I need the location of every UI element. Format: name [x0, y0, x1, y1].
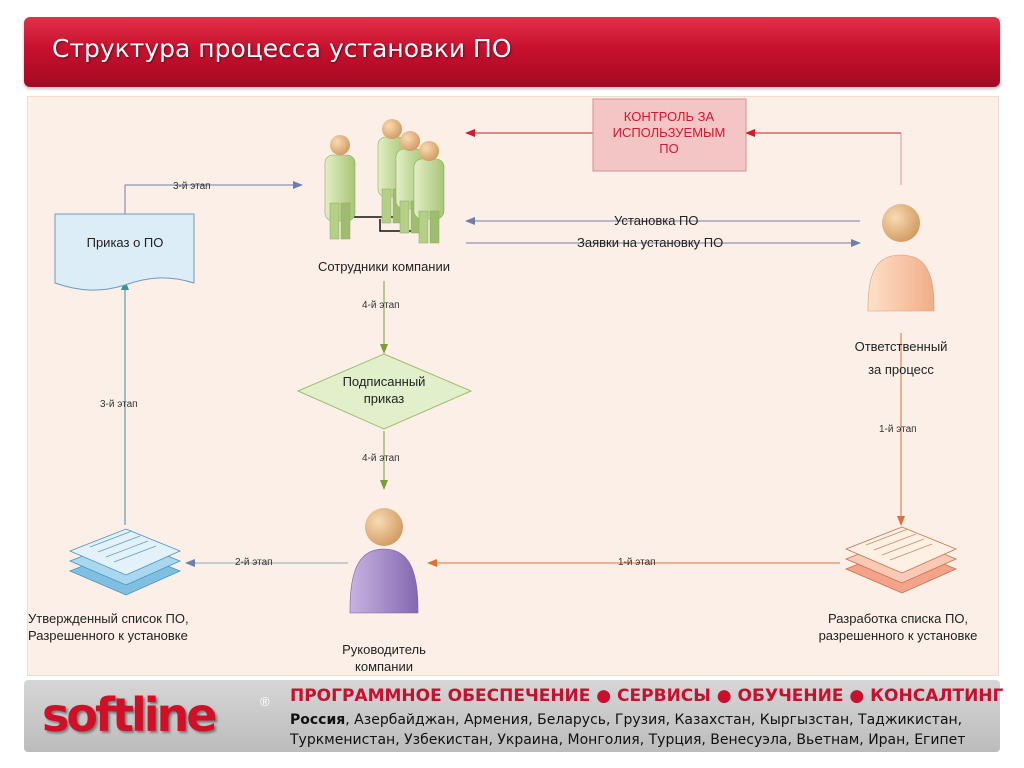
country-list: Россия, Азербайджан, Армения, Беларусь, … [290, 710, 990, 750]
responsible-person-icon [867, 204, 935, 312]
country-russia: Россия [290, 712, 346, 728]
signed-line-1: Подписанный [343, 374, 426, 389]
control-line-3: ПО [659, 141, 678, 156]
process-diagram: 3-й этап 3-й этап 4-й этап 4-й этап 1-й … [28, 98, 978, 674]
requests-label: Заявки на установку ПО [577, 235, 723, 250]
responsible-line-2: за процесс [868, 362, 934, 377]
stage3-arrow-top [124, 181, 303, 214]
diagram-area: 3-й этап 3-й этап 4-й этап 4-й этап 1-й … [27, 96, 999, 676]
stage4-label-upper: 4-й этап [362, 300, 400, 311]
employees-people-icon [324, 119, 445, 244]
order-label: Приказ о ПО [87, 235, 164, 250]
signed-order-diamond [296, 353, 473, 430]
dev-line-1: Разработка списка ПО, [828, 611, 968, 626]
manager-line-1: Руководитель [342, 642, 426, 657]
stage4-label-lower: 4-й этап [362, 453, 400, 464]
manager-person-icon [349, 508, 419, 614]
approved-line-2: Разрешенного к установке [28, 628, 188, 643]
install-label: Установка ПО [614, 213, 699, 228]
stage1-label-right: 1-й этап [879, 424, 917, 435]
signed-line-2: приказ [364, 391, 405, 406]
approved-list-documents-icon [68, 528, 182, 596]
development-list-documents-icon [844, 526, 958, 594]
order-document [54, 213, 195, 291]
company-slogan: ПРОГРАММНОЕ ОБЕСПЕЧЕНИЕ ● СЕРВИСЫ ● ОБУЧ… [290, 686, 1004, 706]
softline-logo: softline [42, 688, 217, 742]
control-line-1: КОНТРОЛЬ ЗА [624, 109, 715, 124]
stage3-label-left: 3-й этап [100, 399, 138, 410]
title-bar: Структура процесса установки ПО [24, 17, 1000, 87]
responsible-line-1: Ответственный [855, 339, 948, 354]
control-box [592, 98, 747, 172]
stage2-label: 2-й этап [235, 557, 273, 568]
stage1-label-bottom: 1-й этап [618, 557, 656, 568]
stage3-label-top: 3-й этап [173, 181, 211, 192]
footer-bar: softline ® ПРОГРАММНОЕ ОБЕСПЕЧЕНИЕ ● СЕР… [24, 680, 1004, 752]
slide-title: Структура процесса установки ПО [52, 34, 512, 63]
manager-line-2: компании [355, 659, 413, 674]
dev-line-2: разрешенного к установке [819, 628, 978, 643]
control-line-2: ИСПОЛЬЗУЕМЫМ [613, 125, 726, 140]
registered-mark: ® [260, 694, 270, 709]
employees-label: Сотрудники компании [318, 259, 450, 274]
approved-line-1: Утвержденный список ПО, [28, 611, 189, 626]
country-list-rest: , Азербайджан, Армения, Беларусь, Грузия… [290, 712, 966, 748]
